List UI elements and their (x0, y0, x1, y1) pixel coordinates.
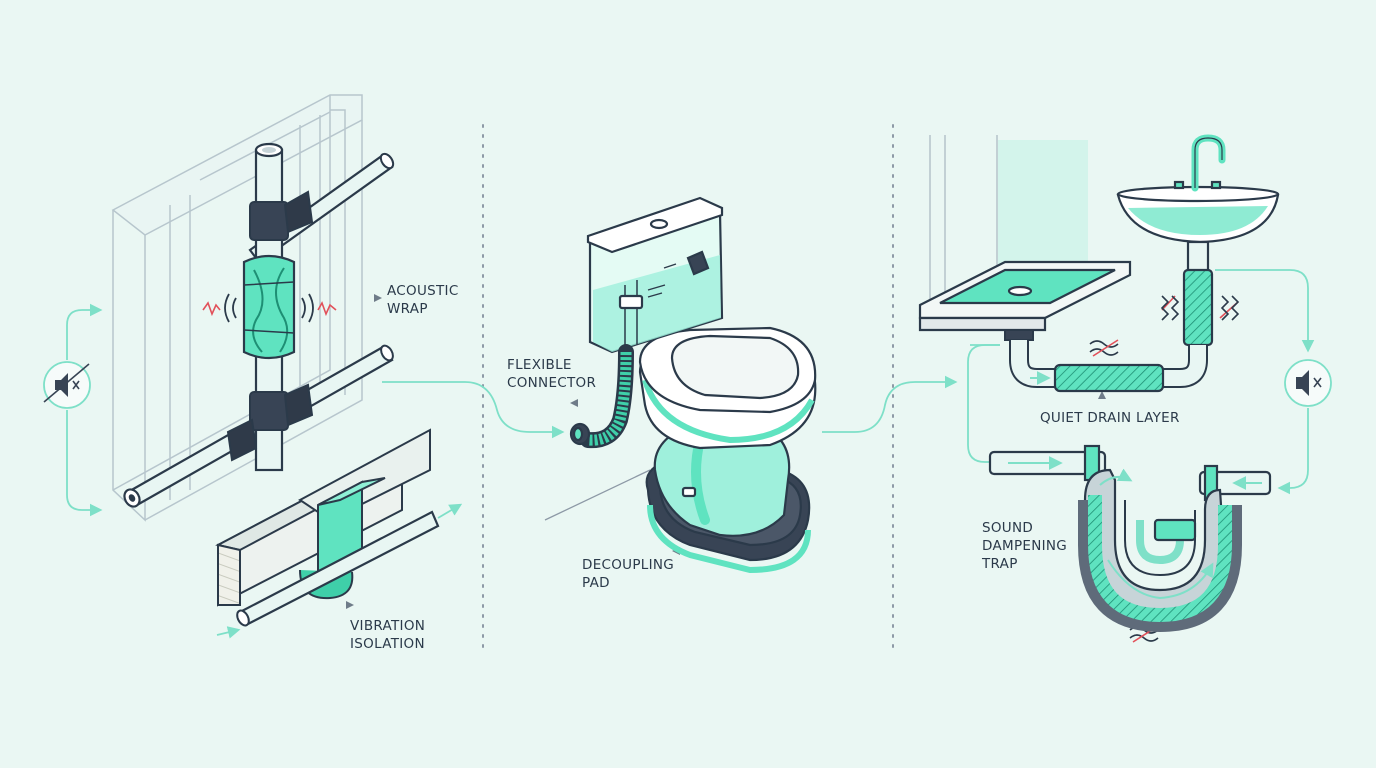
quiet-drain-layer (1030, 363, 1165, 393)
vibration-icon (202, 301, 337, 317)
toilet-tank (586, 196, 724, 354)
sound-dampening-trap (1078, 468, 1242, 633)
label-acoustic-wrap: ACOUSTIC WRAP (387, 283, 459, 317)
shower-tray (918, 260, 1132, 332)
pipe-under-joist (236, 510, 440, 627)
label-vibration-isolation: VIBRATION ISOLATION (350, 618, 426, 652)
flow-arrows (66, 269, 1315, 639)
noise-wave-icon (224, 293, 314, 323)
label-quiet-drain-layer: QUIET DRAIN LAYER (1040, 410, 1180, 426)
flexible-connector (569, 344, 634, 449)
toilet-seat (638, 326, 817, 414)
label-decoupling-pad: DECOUPLING PAD (582, 557, 675, 591)
pipe-coupler-top (249, 190, 314, 241)
muted-speaker-icon (43, 361, 91, 409)
label-sound-dampening-trap: SOUND DAMPENING TRAP (982, 520, 1068, 572)
acoustic-wrap (242, 254, 296, 360)
pipe-coupler-bottom (226, 383, 314, 462)
muted-speaker-icon (1284, 359, 1332, 407)
label-flexible-connector: FLEXIBLE CONNECTOR (507, 357, 597, 391)
shower-drain-outlet (1004, 329, 1034, 341)
wall-frame (111, 94, 363, 522)
floor-line (544, 469, 651, 521)
sink (1116, 134, 1280, 244)
sink-drain-pipe (1182, 240, 1214, 347)
trap-inlet-pipes (988, 444, 1272, 502)
